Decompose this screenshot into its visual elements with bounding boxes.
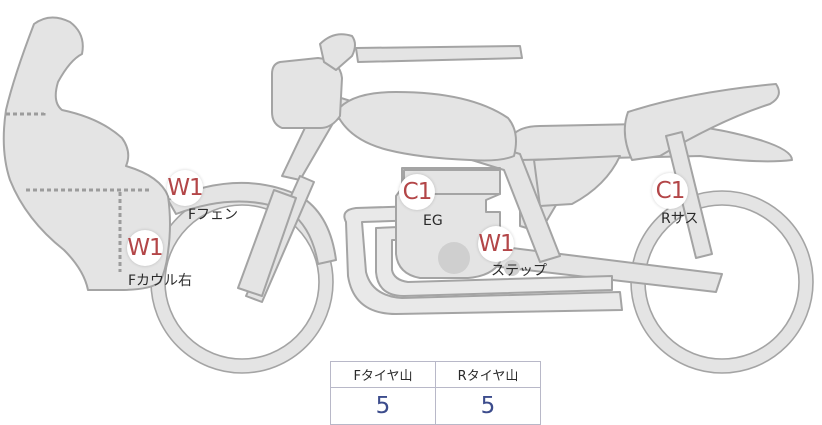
marker-front-cowl-right-label: Fカウル右 xyxy=(128,273,193,289)
tail-cowl-shape xyxy=(623,83,780,161)
front-tire-tread-value: 5 xyxy=(330,387,436,425)
marker-front-cowl-right-code: W1 xyxy=(127,230,164,266)
front-cowl-shape xyxy=(2,16,171,291)
marker-step-label: ステップ xyxy=(491,263,547,279)
tire-tread-header-row: Fタイヤ山 Rタイヤ山 xyxy=(330,361,541,388)
side-cover-shape xyxy=(533,155,621,207)
marker-front-fender-code: W1 xyxy=(167,170,204,206)
front-tire-tread-header: Fタイヤ山 xyxy=(330,361,436,388)
marker-step-code: W1 xyxy=(478,226,515,262)
front-fork-lower-shape xyxy=(237,189,297,297)
headlight-shape xyxy=(271,57,343,129)
marker-rear-suspension-label: Rサス xyxy=(661,211,699,227)
tire-tread-table: Fタイヤ山 Rタイヤ山 5 5 xyxy=(330,361,541,425)
rear-shock-shape xyxy=(665,131,713,259)
fuel-tank-shape xyxy=(335,91,517,162)
exhaust-pipes-shape xyxy=(343,205,623,315)
exhaust-pipes-inner-shape xyxy=(375,225,613,297)
tire-tread-value-row: 5 5 xyxy=(330,387,541,425)
marker-engine-label: EG xyxy=(423,213,443,229)
handlebar-shape xyxy=(319,33,356,71)
handlebar-grip-shape xyxy=(355,45,523,63)
marker-engine-code: C1 xyxy=(399,174,435,210)
rear-tire-tread-value: 5 xyxy=(435,387,541,425)
marker-front-fender-label: Fフェン xyxy=(188,207,239,223)
rear-tire-tread-header: Rタイヤ山 xyxy=(435,361,541,388)
cowl-panel-line-top xyxy=(6,112,46,116)
marker-rear-suspension-code: C1 xyxy=(652,173,688,209)
